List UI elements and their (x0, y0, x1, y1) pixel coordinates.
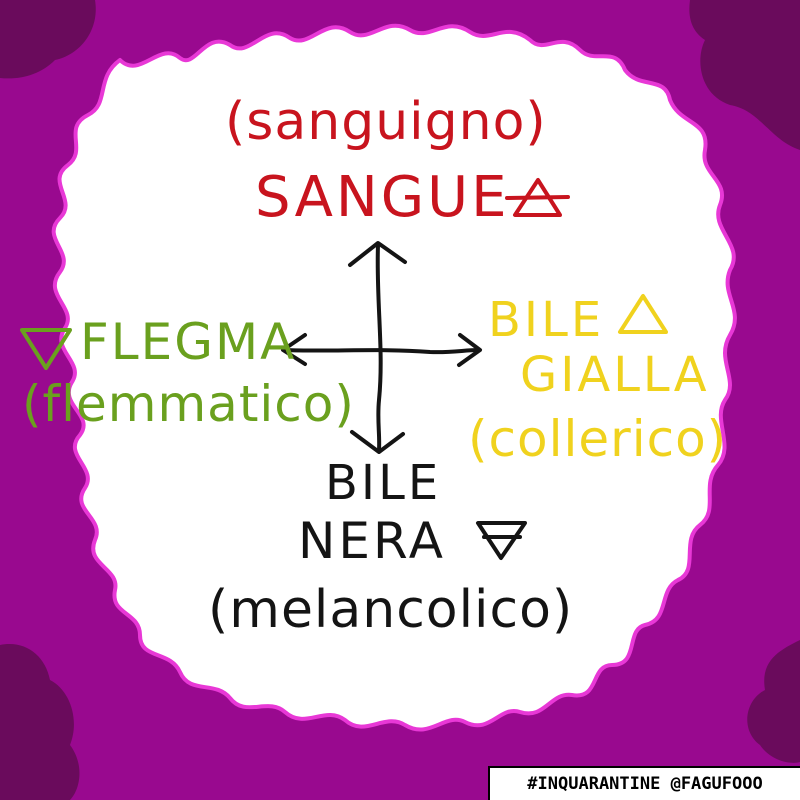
bile-nera-line1-label: BILE (325, 455, 442, 511)
flegma-label: FLEGMA (80, 313, 297, 371)
arrow-head-left (281, 333, 307, 366)
earth-triangle-icon (476, 521, 527, 560)
bile-gialla-line1-label: BILE (488, 292, 605, 348)
air-triangle-icon (505, 178, 570, 217)
water-triangle-icon (20, 328, 72, 370)
bile-nera-line2-label: NERA (298, 512, 446, 570)
dark-blob-top-right (689, 0, 800, 150)
melancolico-label: (melancolico) (208, 580, 574, 640)
white-burst (51, 23, 737, 732)
horizontal-arrow-line (283, 348, 480, 355)
arrow-head-right (457, 333, 482, 367)
dark-blob-bottom-left (0, 644, 80, 800)
arrow-head-up (348, 241, 407, 267)
cross-arrows (281, 241, 482, 454)
fire-triangle-icon (618, 294, 668, 334)
arrow-head-down (350, 430, 405, 454)
bile-gialla-line2-label: GIALLA (520, 347, 710, 403)
sanguigno-label: (sanguigno) (225, 92, 547, 152)
sangue-label: SANGUE (255, 165, 510, 230)
collerico-label: (collerico) (468, 410, 728, 468)
dark-blob-bottom-right (747, 640, 800, 763)
hashtag-credit-footer: #INQUARANTINE @FAGUFOOO (488, 766, 800, 800)
dark-blob-top-left (0, 0, 96, 79)
vertical-arrow-line (375, 243, 383, 452)
flemmatico-label: (flemmatico) (22, 375, 355, 433)
